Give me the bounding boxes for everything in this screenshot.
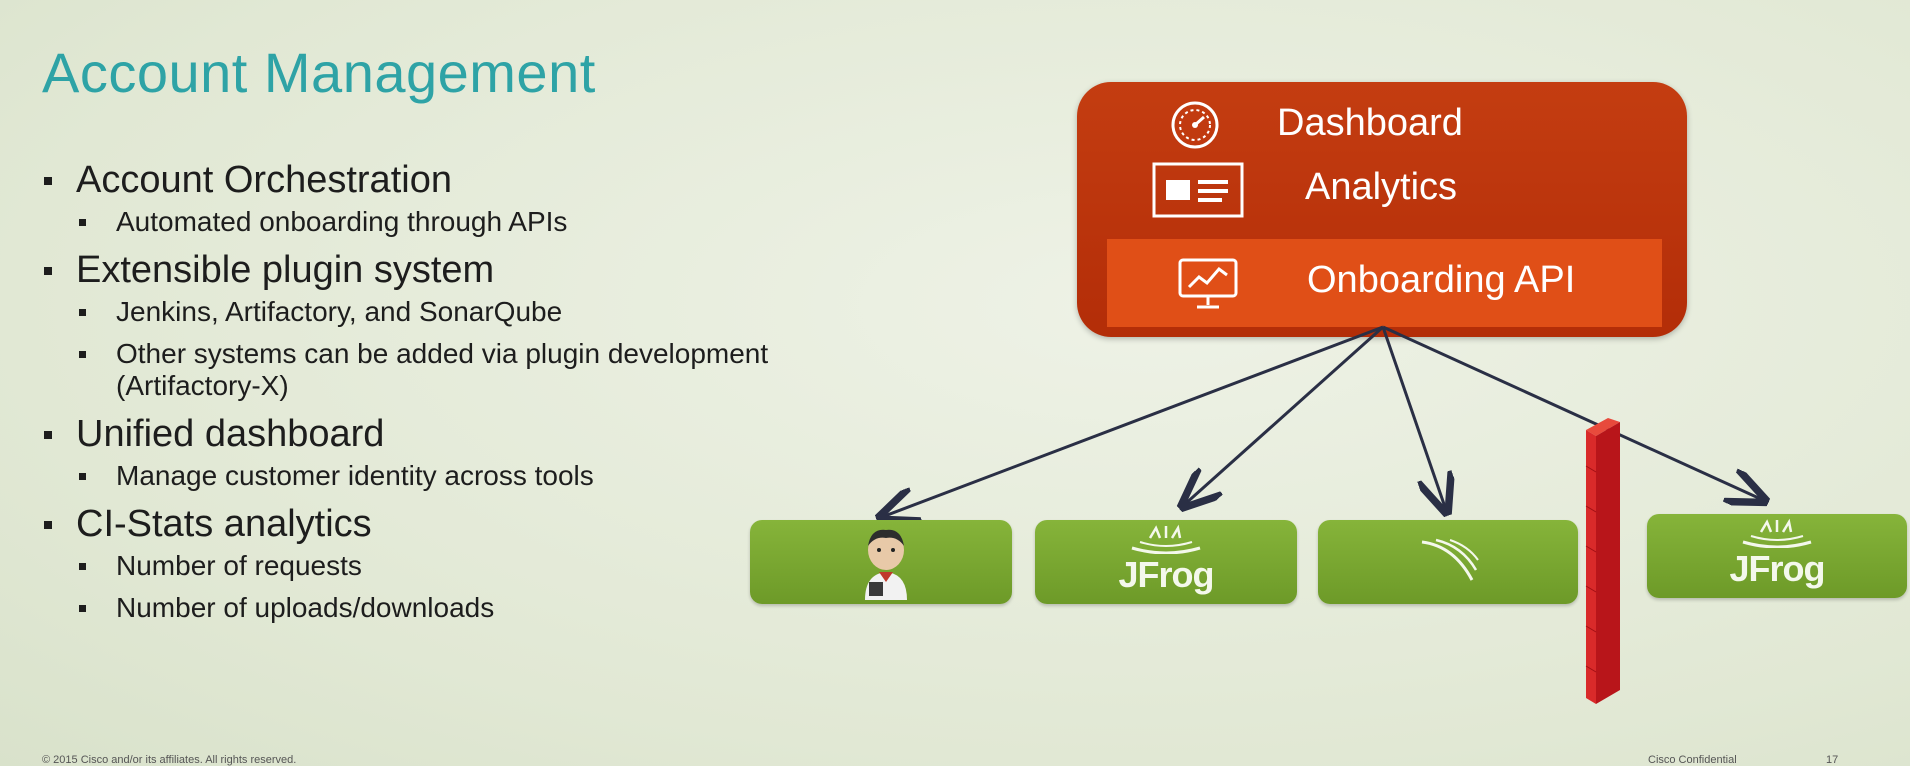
sub-bullet-item: Manage customer identity across tools — [76, 460, 836, 492]
footer-confidential: Cisco Confidential — [1648, 754, 1737, 766]
arrow-to-jfrog — [1184, 325, 1385, 505]
jfrog-label: JFrog — [1729, 548, 1825, 589]
monitor-chart-icon — [1178, 258, 1238, 309]
page-number: 17 — [1826, 754, 1839, 766]
firewall-barrier — [1585, 418, 1620, 704]
bullet-item: Extensible plugin system Jenkins, Artifa… — [40, 248, 836, 402]
sonarqube-logo — [1421, 538, 1479, 581]
sub-bullet-item: Automated onboarding through APIs — [76, 206, 836, 238]
jenkins-logo — [865, 529, 907, 600]
slide-title: Account Management — [42, 41, 596, 104]
sub-bullet-list: Jenkins, Artifactory, and SonarQube Othe… — [76, 296, 836, 402]
jfrog-label: JFrog — [1118, 554, 1214, 595]
onboarding-api-bar: Onboarding API — [1107, 239, 1662, 327]
plugin-box-jfrog-x: JFrog — [1647, 514, 1907, 598]
platform-panel: Dashboard Analytics Onboarding API — [1077, 82, 1687, 337]
bullet-item: CI-Stats analytics Number of requests Nu… — [40, 502, 836, 624]
analytics-label: Analytics — [1305, 166, 1458, 208]
sub-bullet-list: Number of requests Number of uploads/dow… — [76, 550, 836, 624]
sub-bullet-list: Automated onboarding through APIs — [76, 206, 836, 238]
plugin-box-jfrog: JFrog — [1035, 520, 1297, 604]
sub-bullet-item: Other systems can be added via plugin de… — [76, 338, 836, 402]
jfrog-splash-icon — [1742, 518, 1812, 548]
plugin-box-sonarqube — [1318, 520, 1578, 604]
bullet-item: Account Orchestration Automated onboardi… — [40, 158, 836, 238]
arrow-to-sonarqube — [1381, 326, 1446, 510]
sub-bullet-item: Number of uploads/downloads — [76, 592, 836, 624]
footer-copyright: © 2015 Cisco and/or its affiliates. All … — [42, 754, 297, 766]
arrow-to-jfrog-x — [1382, 325, 1763, 500]
sub-bullet-item: Number of requests — [76, 550, 836, 582]
bullet-list: Account Orchestration Automated onboardi… — [40, 158, 836, 634]
dashboard-label: Dashboard — [1277, 102, 1463, 144]
analytics-card-icon — [1152, 162, 1244, 218]
sub-bullet-list: Manage customer identity across tools — [76, 460, 836, 492]
sub-bullet-item: Jenkins, Artifactory, and SonarQube — [76, 296, 836, 328]
arrow-to-jenkins — [882, 325, 1384, 517]
plugin-box-jenkins — [750, 520, 1012, 604]
bullet-item: Unified dashboard Manage customer identi… — [40, 412, 836, 492]
onboarding-api-label: Onboarding API — [1307, 259, 1576, 301]
speedometer-icon — [1171, 101, 1219, 149]
jfrog-splash-icon — [1131, 524, 1201, 554]
